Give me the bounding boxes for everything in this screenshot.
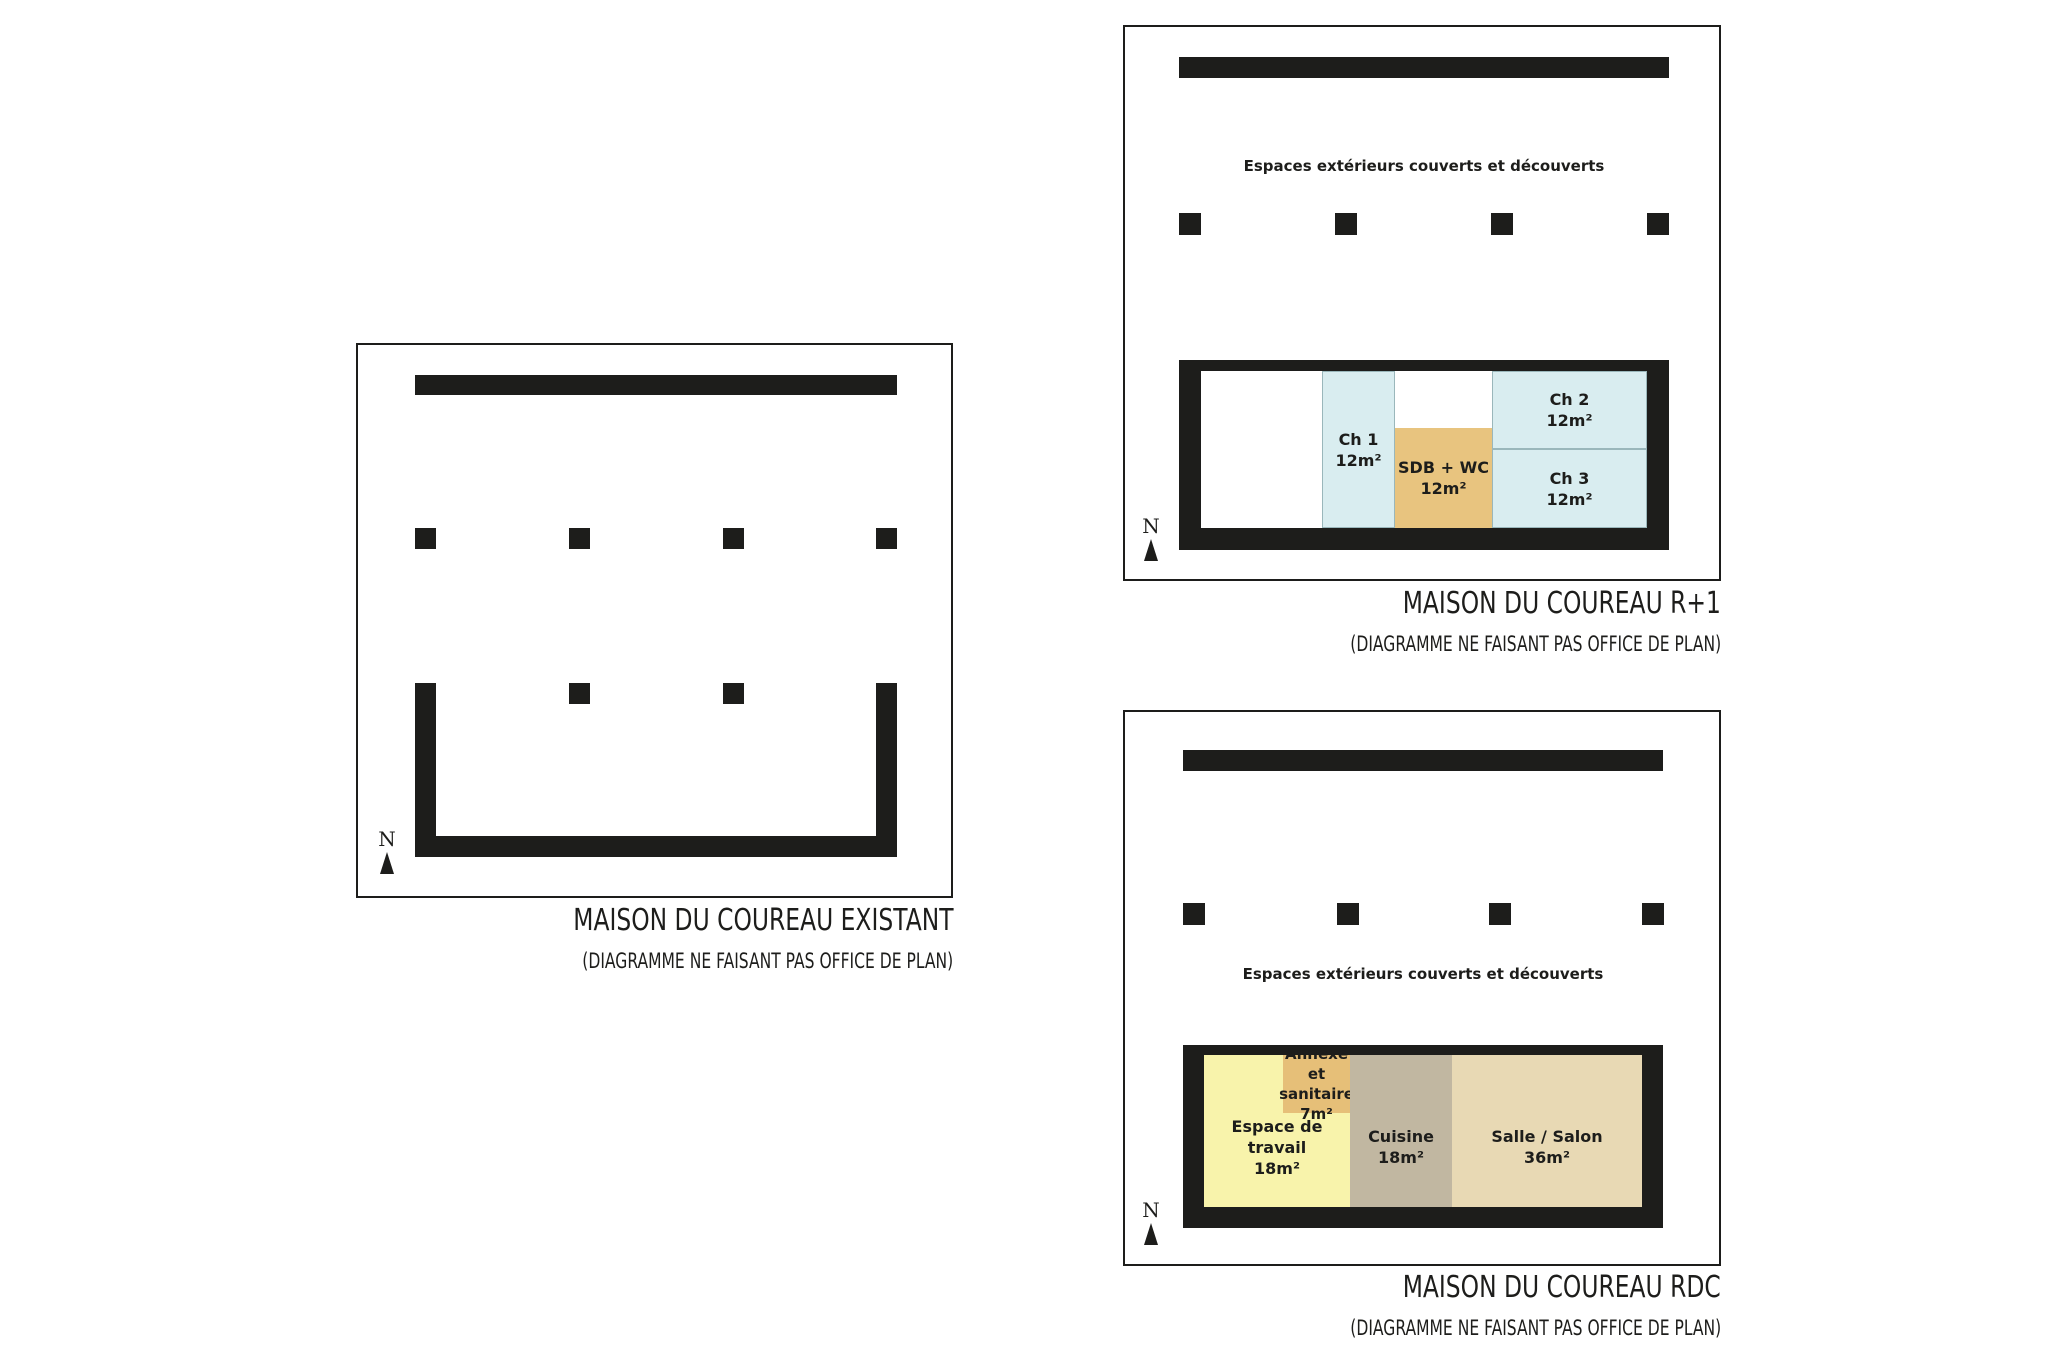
pillar [876, 528, 897, 549]
r1-note: (DIAGRAMME NE FAISANT PAS OFFICE DE PLAN… [1350, 632, 1721, 656]
north-arrow-icon: N [1139, 1200, 1163, 1245]
room-cuisine: Cuisine 18m² [1350, 1055, 1452, 1207]
room-ch3: Ch 3 12m² [1492, 449, 1647, 528]
pillar [1491, 213, 1513, 235]
pillar [723, 528, 744, 549]
u-wall-left [415, 683, 436, 857]
existing-title: MAISON DU COUREAU EXISTANT [572, 903, 953, 938]
top-beam [415, 375, 897, 395]
pillar [415, 528, 436, 549]
pillar [1337, 903, 1359, 925]
r1-title: MAISON DU COUREAU R+1 [1402, 586, 1721, 621]
pillar [1642, 903, 1664, 925]
outdoor-label: Espaces extérieurs couverts et découvert… [1242, 965, 1604, 983]
north-triangle [380, 852, 394, 874]
pillar [1335, 213, 1357, 235]
room-sdb-wc: SDB + WC 12m² [1395, 428, 1492, 528]
pillar [1647, 213, 1669, 235]
room-salle-salon: Salle / Salon 36m² [1452, 1055, 1642, 1207]
top-beam [1183, 750, 1663, 771]
pillar [1183, 903, 1205, 925]
top-beam [1179, 57, 1669, 78]
pillar [569, 528, 590, 549]
rdc-title: MAISON DU COUREAU RDC [1402, 1270, 1721, 1305]
pillar [1179, 213, 1201, 235]
u-wall-right [876, 683, 897, 857]
north-label: N [1142, 514, 1160, 538]
plan-existing-panel: N [356, 343, 953, 898]
existing-note: (DIAGRAMME NE FAISANT PAS OFFICE DE PLAN… [582, 949, 953, 973]
room-ch1: Ch 1 12m² [1322, 371, 1395, 528]
north-arrow-icon: N [1139, 516, 1163, 561]
outdoor-label: Espaces extérieurs couverts et découvert… [1243, 157, 1605, 175]
u-wall-bottom [415, 836, 897, 857]
plan-r1-panel: Espaces extérieurs couverts et découvert… [1123, 25, 1721, 581]
room-annexe-sanitaire: Annexe et sanitaire 7m² [1279, 1045, 1354, 1123]
north-label: N [1142, 1198, 1160, 1222]
north-triangle [1144, 1223, 1158, 1245]
rdc-note: (DIAGRAMME NE FAISANT PAS OFFICE DE PLAN… [1350, 1316, 1721, 1340]
pillar [569, 683, 590, 704]
room-ch2: Ch 2 12m² [1492, 371, 1647, 449]
pillar [723, 683, 744, 704]
pillar [1489, 903, 1511, 925]
north-arrow-icon: N [375, 829, 399, 874]
north-triangle [1144, 539, 1158, 561]
north-label: N [378, 827, 396, 851]
plan-rdc-panel: Espaces extérieurs couverts et découvert… [1123, 710, 1721, 1266]
